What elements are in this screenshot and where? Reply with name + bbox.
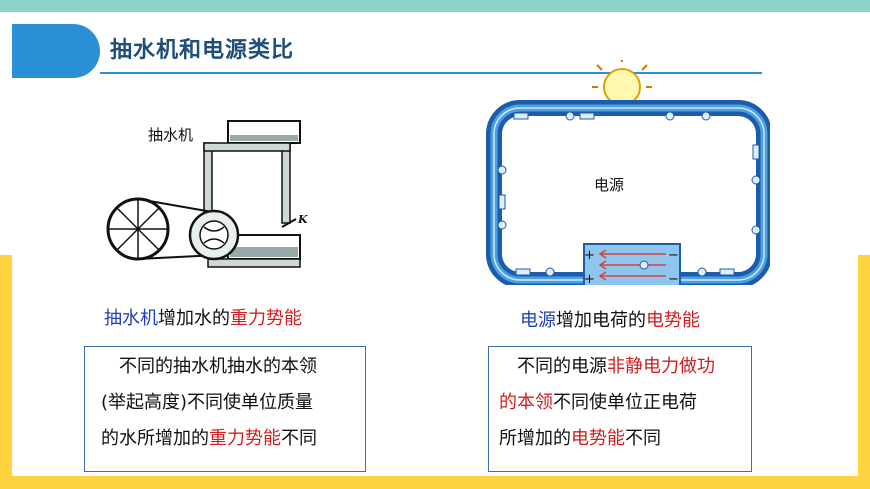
battery-minus-2: −	[668, 272, 679, 285]
circuit-diagram: + + − −	[486, 60, 770, 285]
valve-label: K	[297, 213, 308, 226]
circuit-label: 电源	[594, 176, 625, 194]
title-underline	[100, 72, 762, 74]
right-box-line-3: 所增加的电势能不同	[499, 428, 661, 449]
right-box-line-2: 的本领不同使单位正电荷	[499, 392, 697, 413]
battery-minus-1: −	[668, 248, 679, 263]
pump-label: 抽水机	[148, 126, 194, 144]
bottom-pipe	[207, 258, 301, 268]
left-box-line-3: 的水所增加的重力势能不同	[101, 428, 317, 449]
right-caption: 电源增加电荷的电势能	[520, 310, 700, 331]
left-box-line-2: (举起高度)不同使单位质量	[101, 392, 314, 413]
slide-title: 抽水机和电源类比	[110, 38, 295, 63]
top-connector	[203, 142, 291, 152]
lower-water	[230, 247, 298, 257]
valve	[281, 218, 297, 228]
right-box-line-1: 不同的电源非静电力做功	[517, 356, 715, 377]
left-caption: 抽水机增加水的重力势能	[104, 308, 302, 329]
slide-card: 抽水机和电源类比 K	[12, 14, 858, 476]
upper-water	[230, 135, 298, 141]
right-pipe	[281, 142, 291, 224]
bulb	[603, 68, 641, 106]
right-explanation-box: 不同的电源非静电力做功 的本领不同使单位正电荷 所增加的电势能不同	[488, 346, 752, 472]
title-pill	[12, 24, 100, 78]
battery-plus-1: +	[584, 248, 595, 263]
top-strip	[0, 0, 870, 12]
battery-plus-2: +	[584, 272, 595, 285]
pump-diagram: K	[106, 120, 308, 268]
left-explanation-box: 不同的抽水机抽水的本领 (举起高度)不同使单位质量 的水所增加的重力势能不同	[84, 346, 366, 472]
left-box-line-1: 不同的抽水机抽水的本领	[119, 356, 317, 377]
